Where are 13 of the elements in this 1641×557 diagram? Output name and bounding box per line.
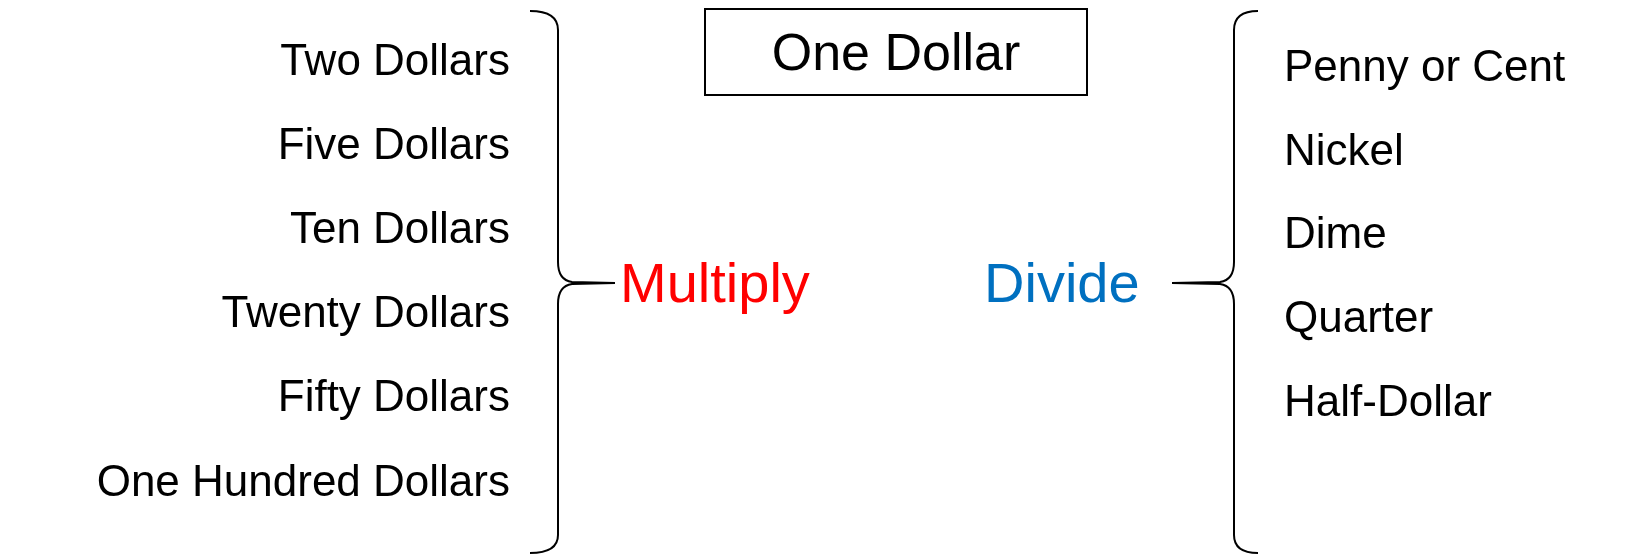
operation-label: Divide bbox=[984, 255, 1140, 311]
list-item: Five Dollars bbox=[277, 122, 510, 166]
list-item: Dime bbox=[1284, 211, 1387, 255]
list-item: Two Dollars bbox=[280, 38, 510, 82]
list-item: Twenty Dollars bbox=[221, 290, 510, 334]
list-item: One Hundred Dollars bbox=[96, 459, 510, 503]
list-item: Quarter bbox=[1284, 295, 1434, 339]
list-item: Fifty Dollars bbox=[277, 374, 510, 418]
label-box: One Dollar bbox=[704, 8, 1088, 96]
list-item: Penny or Cent bbox=[1284, 44, 1566, 88]
list-item: Half-Dollar bbox=[1284, 379, 1492, 423]
list-item: Nickel bbox=[1284, 128, 1404, 172]
list-item: Ten Dollars bbox=[289, 206, 510, 250]
